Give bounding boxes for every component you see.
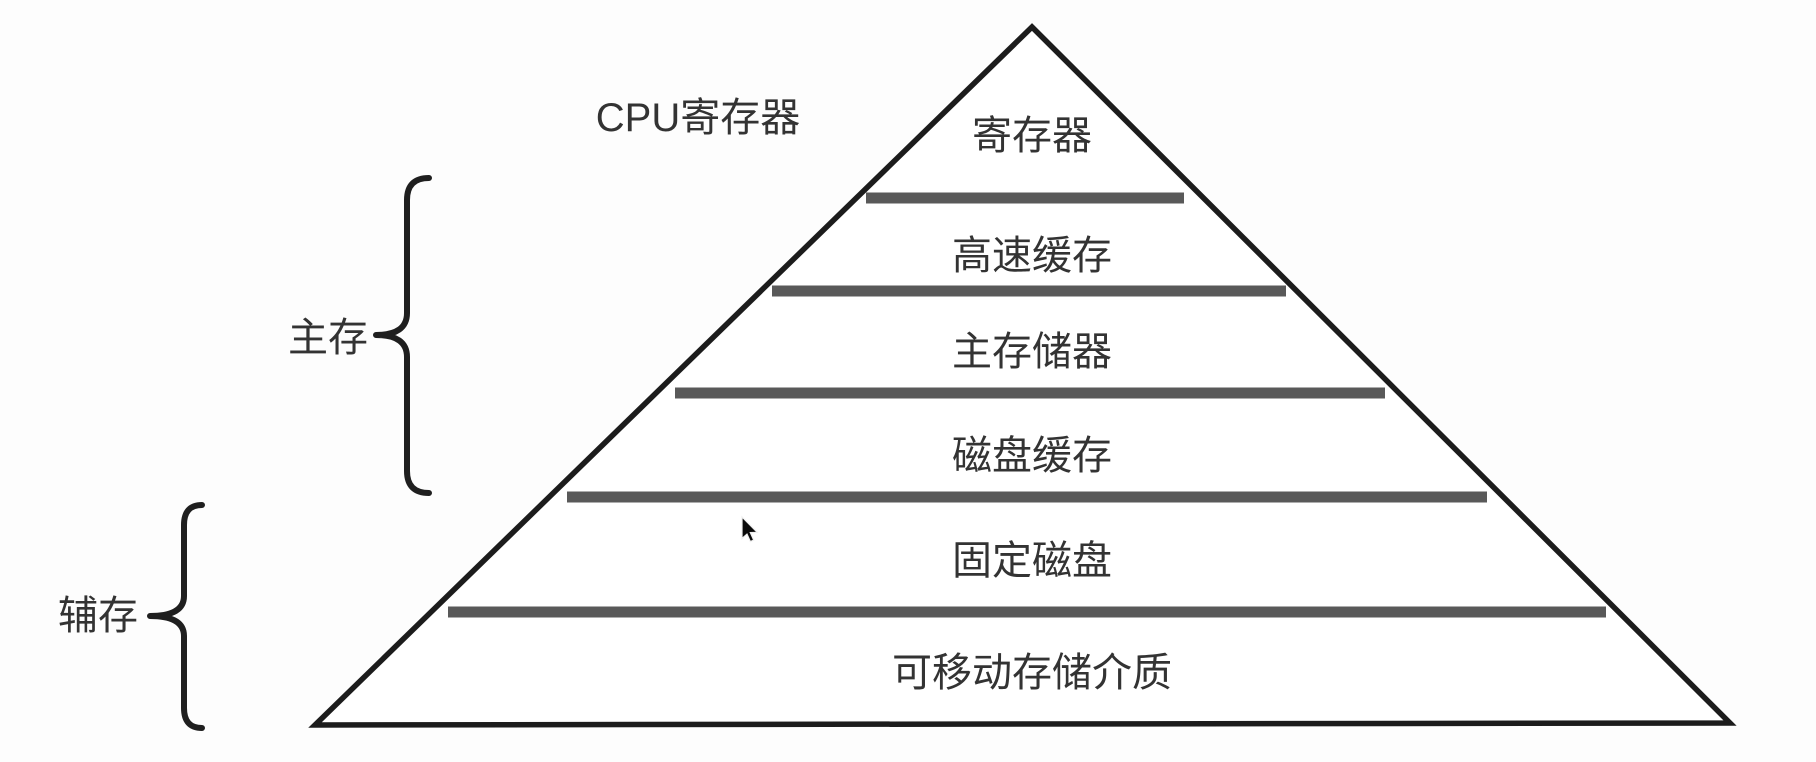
level-divider-5 bbox=[448, 606, 1606, 618]
main-memory-group-label: 主存 bbox=[288, 316, 368, 360]
level-label-cache: 高速缓存 bbox=[952, 234, 1112, 278]
cpu-register-annotation: CPU寄存器 bbox=[596, 96, 800, 140]
level-divider-3 bbox=[675, 387, 1385, 399]
level-divider-4 bbox=[567, 491, 1487, 503]
level-label-main-memory: 主存储器 bbox=[952, 330, 1112, 374]
level-label-removable-media: 可移动存储介质 bbox=[892, 651, 1172, 695]
mouse-cursor-icon bbox=[741, 515, 759, 543]
level-label-disk-cache: 磁盘缓存 bbox=[952, 434, 1112, 478]
level-label-registers: 寄存器 bbox=[972, 114, 1092, 158]
main-memory-brace bbox=[373, 175, 432, 496]
level-label-fixed-disk: 固定磁盘 bbox=[952, 539, 1112, 583]
level-divider-2 bbox=[772, 285, 1286, 297]
level-divider-1 bbox=[866, 192, 1184, 204]
secondary-storage-brace bbox=[147, 502, 205, 731]
pyramid-outline bbox=[308, 23, 1737, 728]
secondary-storage-group-label: 辅存 bbox=[58, 594, 138, 638]
